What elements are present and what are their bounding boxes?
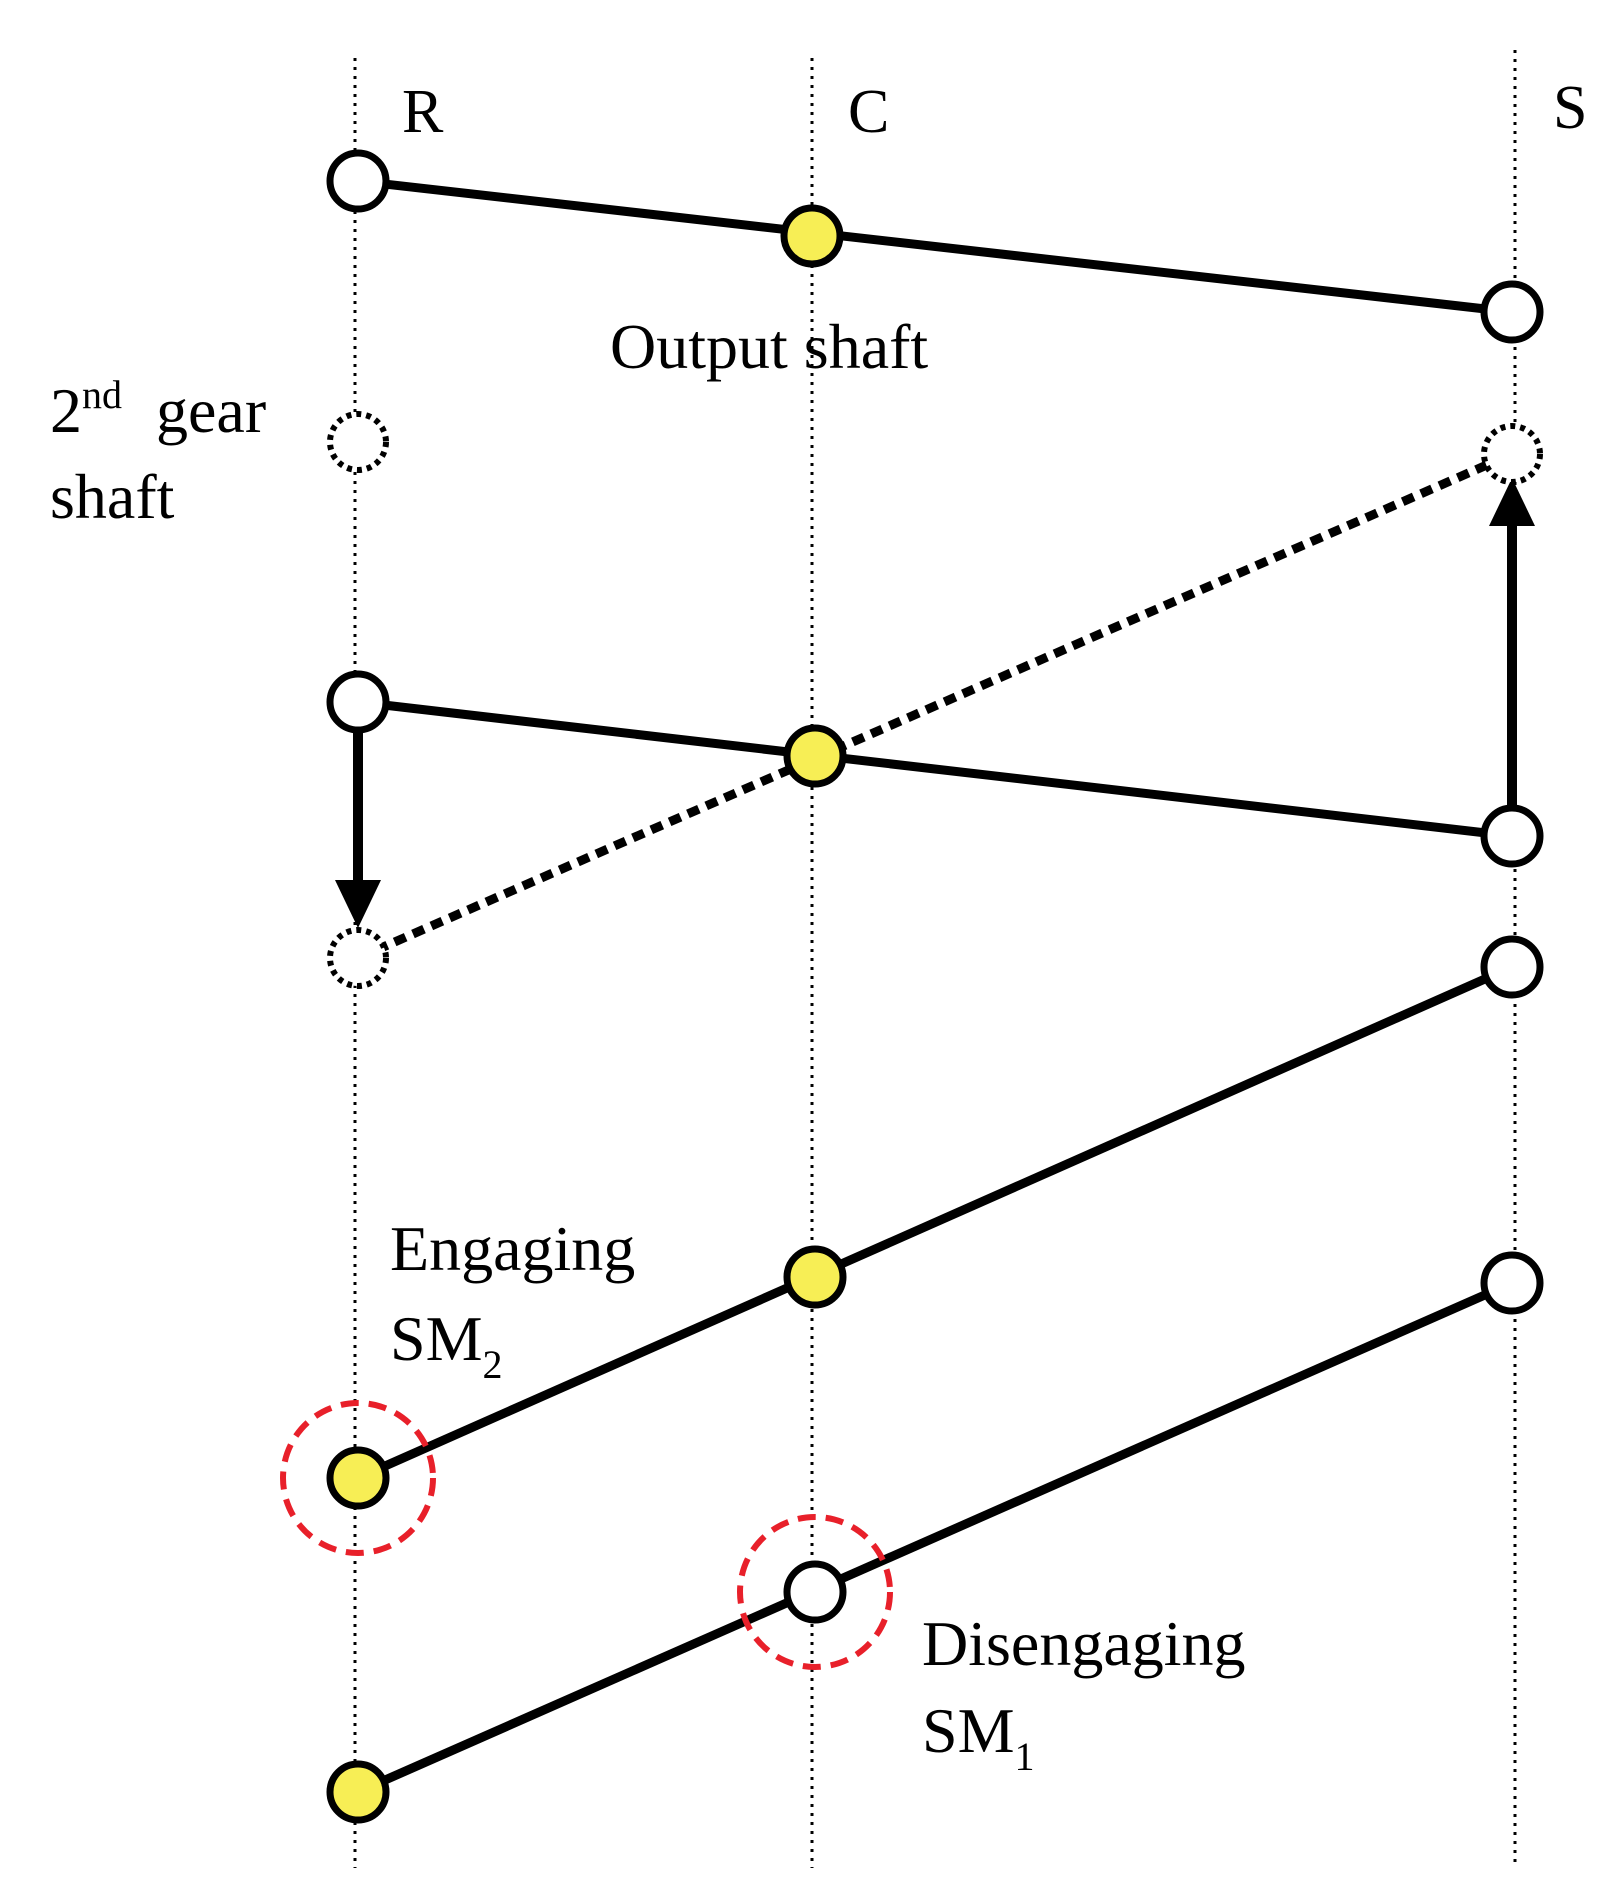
node-c-2 bbox=[783, 724, 847, 788]
node-2nd-gear-shaft-ghost bbox=[327, 411, 389, 473]
label-disengaging-sm: SM bbox=[922, 1695, 1015, 1766]
axis-label-c: C bbox=[848, 78, 889, 146]
label-engaging-line1: Engaging bbox=[390, 1213, 635, 1284]
svg-text:SM2: SM2 bbox=[390, 1303, 503, 1387]
axis-label-r: R bbox=[402, 78, 444, 146]
label-2nd-number: 2 bbox=[50, 375, 82, 446]
node-c-1-output-shaft bbox=[780, 204, 844, 268]
node-s-shifted-ghost bbox=[1481, 423, 1543, 485]
node-r-4 bbox=[326, 1760, 390, 1824]
label-gear-word: gear bbox=[156, 375, 266, 446]
lever-line-2-shifted bbox=[356, 449, 1514, 963]
lever-line-1 bbox=[357, 176, 1513, 317]
node-r-shifted-ghost bbox=[327, 927, 389, 989]
highlight-ring-disengaging bbox=[737, 1514, 893, 1670]
node-c-4-disengaging bbox=[783, 1560, 847, 1624]
label-engaging-sub: 2 bbox=[483, 1342, 503, 1387]
label-shaft-line2: shaft bbox=[50, 461, 175, 532]
node-c-3 bbox=[783, 1245, 847, 1309]
node-r-2 bbox=[326, 670, 390, 734]
label-2nd-superscript: nd bbox=[82, 372, 122, 417]
svg-text:SM1: SM1 bbox=[922, 1695, 1035, 1779]
svg-text:2nd: 2nd bbox=[50, 372, 122, 446]
lever-line-2 bbox=[357, 697, 1513, 841]
label-disengaging-line1: Disengaging bbox=[922, 1608, 1246, 1679]
axis-label-s: S bbox=[1553, 74, 1587, 142]
node-s-2 bbox=[1480, 804, 1544, 868]
node-s-4 bbox=[1480, 1251, 1544, 1315]
lever-line-4 bbox=[356, 1278, 1514, 1797]
label-engaging-sm2: Engaging SM2 bbox=[390, 1213, 635, 1387]
node-r-3-engaging bbox=[326, 1446, 390, 1510]
lever-line-3 bbox=[356, 962, 1514, 1483]
arrow-down-head bbox=[335, 880, 381, 928]
label-disengaging-sm1: Disengaging SM1 bbox=[922, 1608, 1246, 1779]
node-r-1 bbox=[326, 149, 390, 213]
arrow-up-head bbox=[1489, 478, 1535, 526]
label-2nd-gear-shaft: 2nd gear shaft bbox=[50, 372, 266, 532]
node-s-3 bbox=[1480, 935, 1544, 999]
label-disengaging-sub: 1 bbox=[1015, 1734, 1035, 1779]
label-engaging-sm: SM bbox=[390, 1303, 483, 1374]
node-s-1 bbox=[1480, 280, 1544, 344]
highlight-ring-engaging bbox=[280, 1400, 436, 1556]
label-output-shaft: Output shaft bbox=[610, 311, 928, 382]
